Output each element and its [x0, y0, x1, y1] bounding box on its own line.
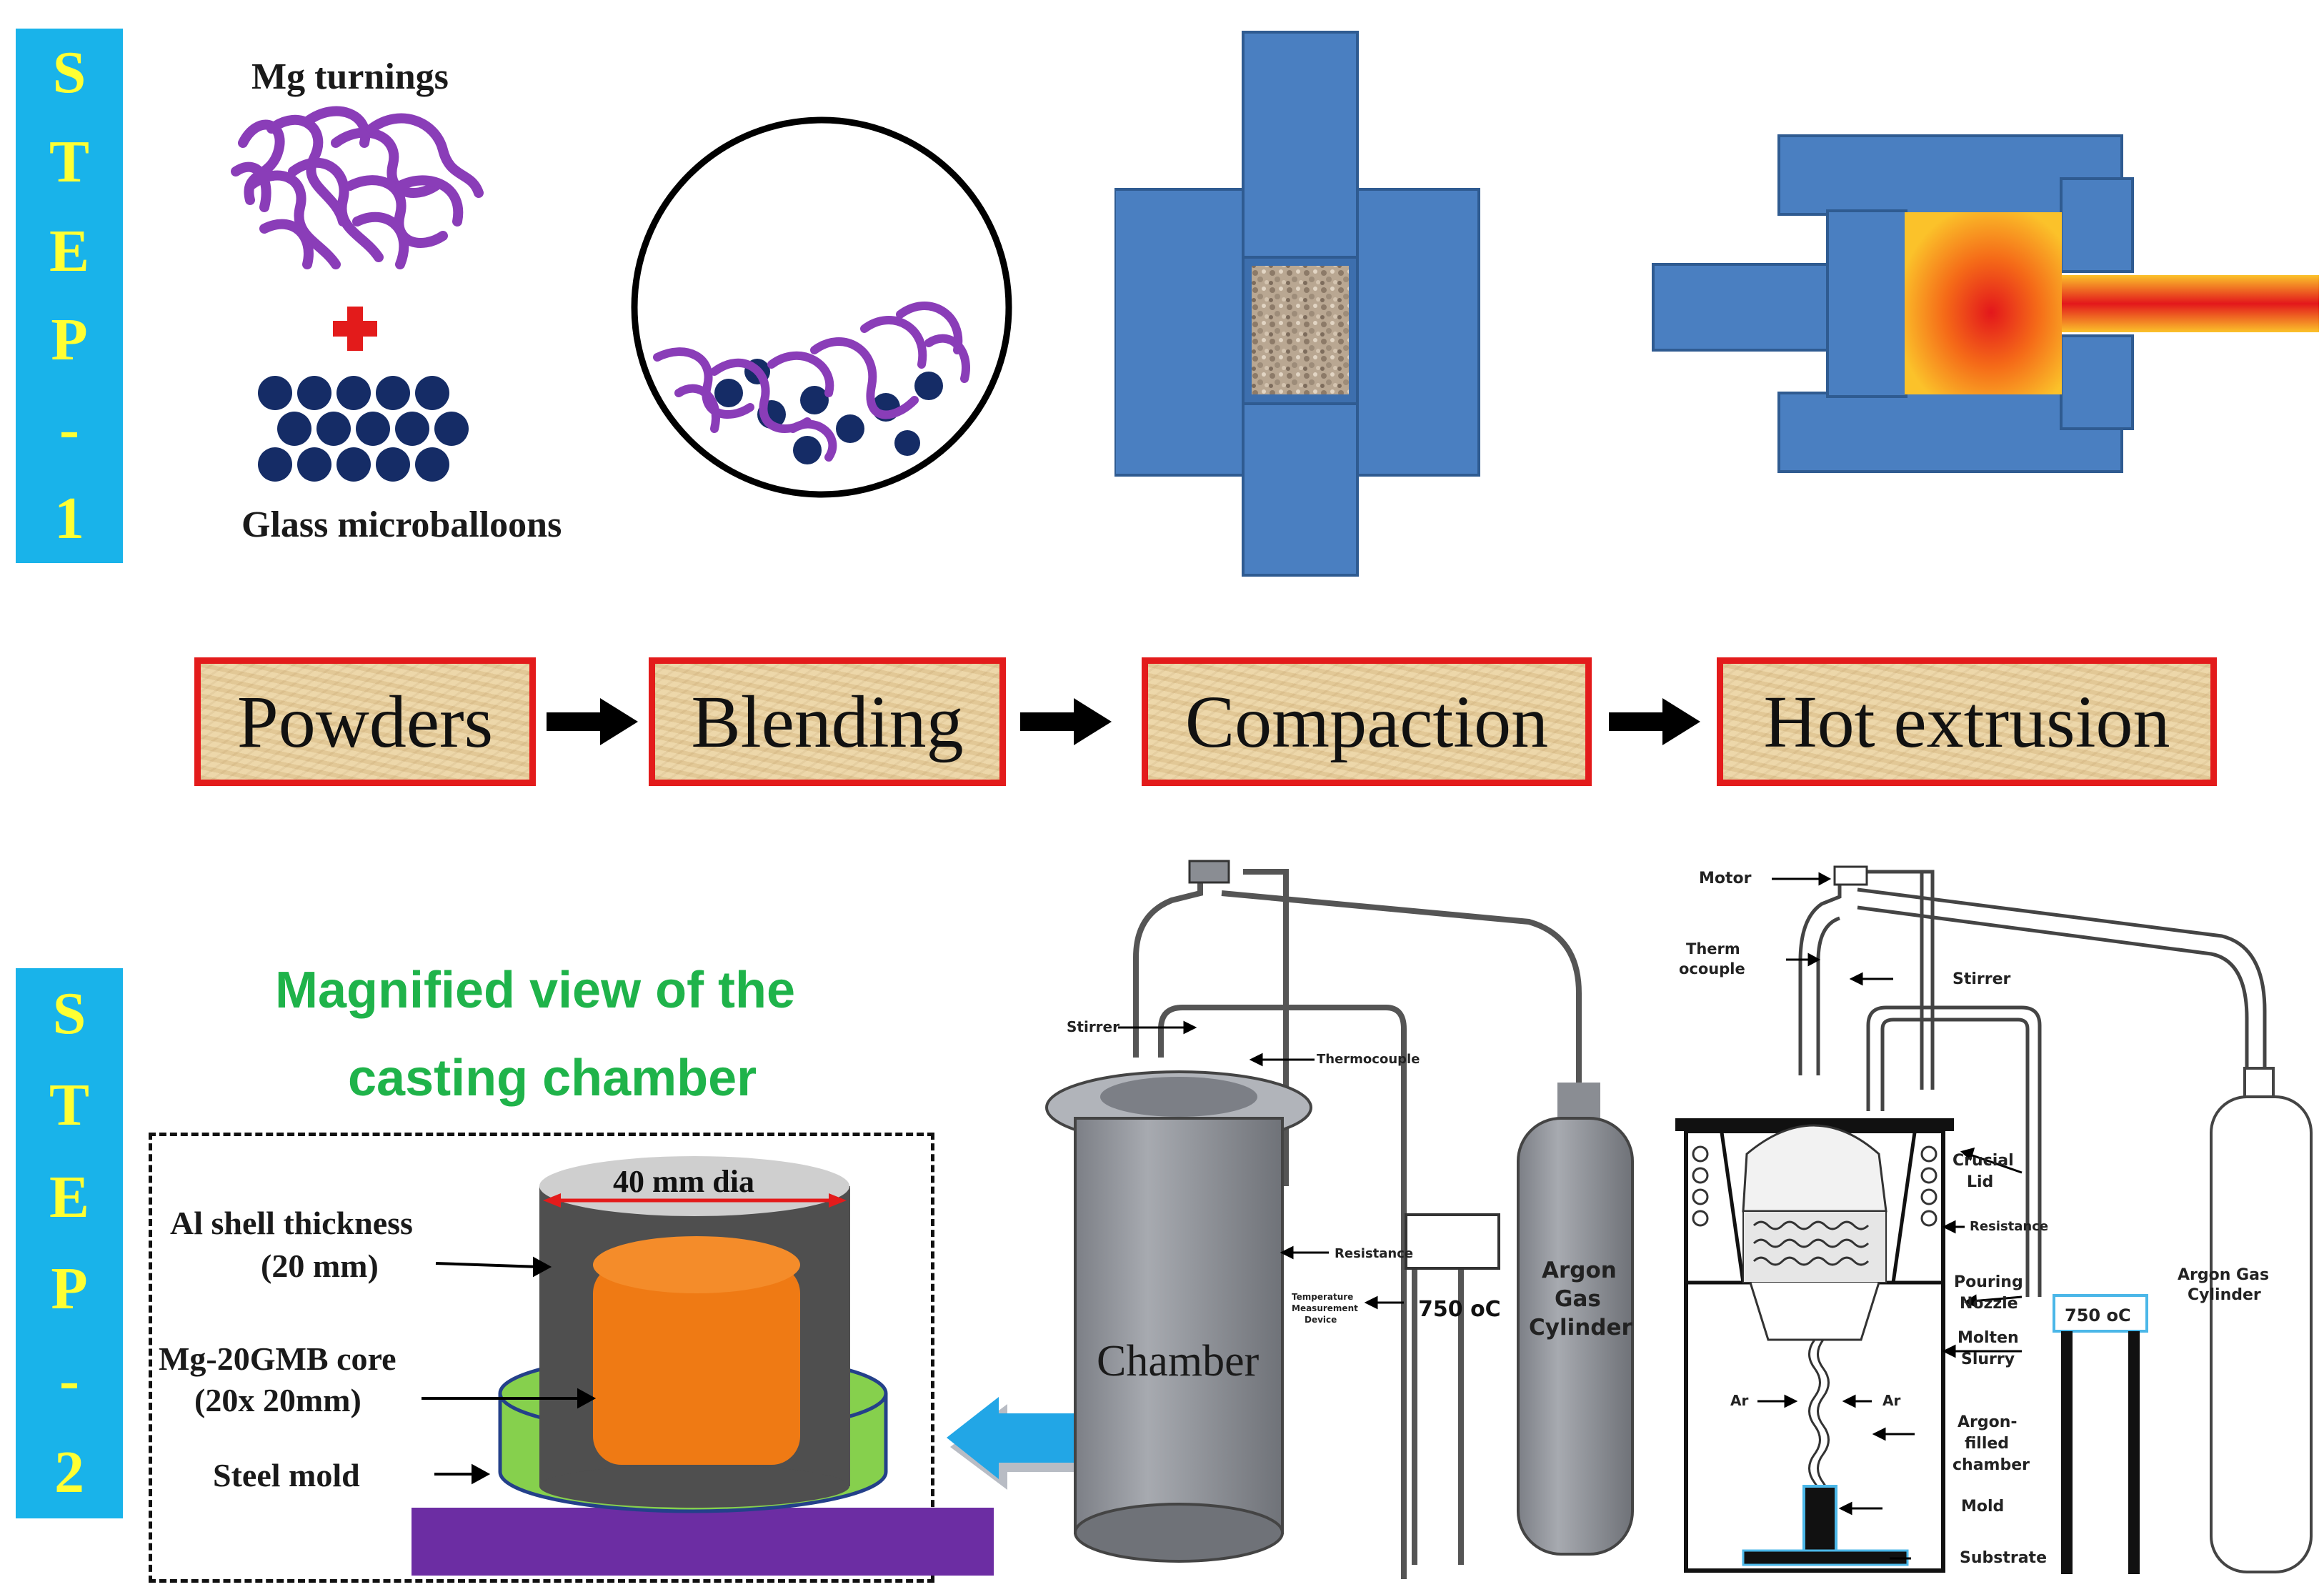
schematic-molten-line2: Slurry: [1961, 1350, 2015, 1368]
step-2-letter: T: [49, 1072, 90, 1139]
arrow-right-icon: [1020, 698, 1112, 745]
glass-microballoons-illustration: [258, 376, 469, 482]
step-2-letter: 2: [54, 1438, 84, 1506]
step-1-letter: S: [52, 39, 86, 106]
stir-casting-apparatus: [1045, 860, 1634, 1579]
magnified-title-line1: Magnified view of the: [275, 962, 796, 1019]
step-1-label: S T E P - 1: [16, 29, 123, 563]
steel-mold-label: Steel mold: [213, 1457, 360, 1493]
stir-casting-schematic: [1675, 865, 2313, 1574]
step-2-label: S T E P - 2: [16, 968, 123, 1518]
step-1-letter: T: [49, 128, 90, 195]
mg-turnings-label: Mg turnings: [251, 56, 449, 97]
plus-icon: [333, 307, 377, 351]
schematic-argon-line1: Argon-: [1958, 1413, 2018, 1431]
step-2-letter: S: [52, 980, 86, 1048]
schematic-gas-line2: Cylinder: [2188, 1286, 2261, 1304]
schematic-ar-left-label: Ar: [1730, 1392, 1749, 1409]
step-2-letter: P: [51, 1255, 88, 1323]
arrow-right-icon: [1609, 698, 1700, 745]
apparatus-temp-device-line1: Temperature: [1292, 1292, 1354, 1302]
schematic-ar-right-label: Ar: [1882, 1392, 1901, 1409]
schematic-stirrer-label: Stirrer: [1953, 970, 2011, 988]
schematic-crucial-line1: Crucial: [1953, 1152, 2014, 1170]
step-2-letter: -: [59, 1347, 79, 1414]
mg-turnings-illustration: [231, 106, 484, 269]
magnified-title-line2: casting chamber: [348, 1050, 757, 1107]
stage-powders: Powders: [194, 657, 536, 786]
apparatus-temp-device-line3: Device: [1305, 1315, 1337, 1325]
step-2-letter: E: [49, 1163, 90, 1230]
schematic-thermocouple-line1: Therm: [1686, 940, 1740, 957]
schematic-argon-line3: chamber: [1953, 1456, 2030, 1474]
casting-chamber-cross-section: [412, 1156, 994, 1576]
apparatus-resistance-label: Resistance: [1335, 1246, 1414, 1261]
apparatus-thermocouple-label: Thermocouple: [1317, 1052, 1420, 1067]
arrow-right-icon: [547, 698, 638, 745]
compaction-die-illustration: [1114, 31, 1480, 577]
stage-hot-extrusion-label: Hot extrusion: [1763, 680, 2170, 763]
apparatus-stirrer-label: Stirrer: [1067, 1018, 1119, 1035]
stage-blending-label: Blending: [691, 680, 964, 763]
step-1-letter: E: [49, 217, 90, 284]
core-label-line1: Mg-20GMB core: [159, 1340, 397, 1377]
step-1-letter: P: [51, 307, 88, 374]
schematic-resistance-label: Resistance: [1970, 1219, 2049, 1234]
stage-hot-extrusion: Hot extrusion: [1717, 657, 2217, 786]
core-label-line2: (20x 20mm): [194, 1382, 361, 1418]
stage-blending: Blending: [649, 657, 1006, 786]
apparatus-gas-line2: Gas: [1555, 1286, 1601, 1312]
magnified-view-frame: [149, 1133, 934, 1583]
apparatus-gas-line1: Argon: [1542, 1258, 1617, 1283]
step-1-letter: 1: [54, 484, 84, 552]
schematic-crucial-line2: Lid: [1967, 1173, 1994, 1191]
blending-drum-illustration: [631, 116, 1012, 498]
apparatus-temp-device-line2: Measurement: [1292, 1303, 1358, 1313]
apparatus-chamber-label: Chamber: [1097, 1337, 1260, 1385]
schematic-argon-line2: filled: [1965, 1435, 2010, 1453]
al-shell-label-line2: (20 mm): [261, 1248, 379, 1284]
diameter-label: 40 mm dia: [613, 1164, 754, 1199]
schematic-temp-readout: 750 oC: [2065, 1305, 2131, 1325]
apparatus-gas-line3: Cylinder: [1529, 1315, 1632, 1340]
schematic-mold-label: Mold: [1961, 1498, 2005, 1516]
schematic-pouring-line1: Pouring: [1954, 1273, 2023, 1291]
schematic-substrate-label: Substrate: [1960, 1549, 2047, 1567]
glass-microballoons-label: Glass microballoons: [241, 504, 562, 545]
apparatus-temp-readout: 750 oC: [1418, 1297, 1501, 1322]
schematic-motor-label: Motor: [1699, 870, 1752, 887]
stage-powders-label: Powders: [236, 680, 494, 763]
schematic-molten-line1: Molten: [1958, 1329, 2019, 1347]
stage-compaction: Compaction: [1142, 657, 1592, 786]
schematic-gas-line1: Argon Gas: [2178, 1266, 2270, 1284]
al-shell-label-line1: Al shell thickness: [170, 1205, 413, 1241]
schematic-thermocouple-line2: ocouple: [1679, 960, 1745, 977]
schematic-pouring-line2: Nozzle: [1960, 1295, 2018, 1313]
stage-compaction-label: Compaction: [1185, 680, 1549, 763]
hot-extrusion-illustration: [1652, 134, 2319, 473]
step-1-letter: -: [59, 395, 79, 462]
